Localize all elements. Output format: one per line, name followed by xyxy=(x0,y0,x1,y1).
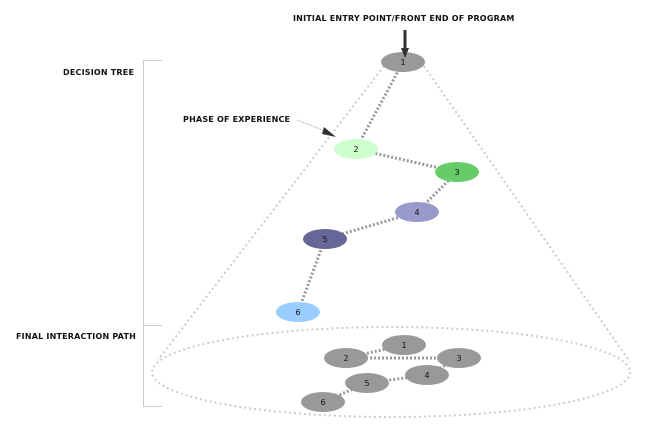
tree-node-6: 6 xyxy=(276,302,320,322)
tree-node-shape xyxy=(276,302,320,322)
final-node-label: 2 xyxy=(343,354,348,363)
final-node-shape xyxy=(324,348,368,368)
tree-node-label: 5 xyxy=(322,235,327,244)
final-node-label: 1 xyxy=(401,341,406,350)
final-node-shape xyxy=(301,392,345,412)
final-node-1: 1 xyxy=(382,335,426,355)
phase-arrow-head xyxy=(322,127,336,137)
entry-arrow xyxy=(401,30,409,58)
cone xyxy=(151,65,631,418)
tree-node-2: 2 xyxy=(334,139,378,159)
tree-node-label: 2 xyxy=(353,145,358,154)
tree-node-shape xyxy=(395,202,439,222)
tree-node-label: 3 xyxy=(454,168,459,177)
final-interaction-path-label: FINAL INTERACTION PATH xyxy=(16,332,136,341)
final-node-shape xyxy=(405,365,449,385)
tree-node-label: 4 xyxy=(414,208,419,217)
tree-node-1: 1 xyxy=(381,52,425,72)
final-node-shape xyxy=(345,373,389,393)
phase-arrow xyxy=(296,119,336,137)
tree-node-label: 6 xyxy=(295,308,300,317)
final-node-label: 3 xyxy=(456,354,461,363)
tree-node-4: 4 xyxy=(395,202,439,222)
bracket xyxy=(143,60,162,407)
tree-edge-5-6 xyxy=(296,238,327,313)
final-node-shape xyxy=(382,335,426,355)
cone-left-edge xyxy=(157,65,385,361)
final-node-4: 4 xyxy=(405,365,449,385)
final-node-2: 2 xyxy=(324,348,368,368)
final-node-label: 5 xyxy=(364,379,369,388)
tree-edge-1-2 xyxy=(354,61,405,150)
tree-node-shape xyxy=(303,229,347,249)
tree-node-label: 1 xyxy=(400,58,405,67)
final-node-label: 6 xyxy=(320,398,325,407)
final-node-5: 5 xyxy=(345,373,389,393)
tree-node-5: 5 xyxy=(303,229,347,249)
decision-tree-label: DECISION TREE xyxy=(63,68,135,77)
final-node-6: 6 xyxy=(301,392,345,412)
tree-node-shape xyxy=(334,139,378,159)
tree-node-3: 3 xyxy=(435,162,479,182)
cone-right-edge xyxy=(423,65,631,363)
tree-node-shape xyxy=(435,162,479,182)
entry-arrow-head xyxy=(401,48,409,58)
entry-point-label: INITIAL ENTRY POINT/FRONT END OF PROGRAM xyxy=(293,14,515,23)
final-node-label: 4 xyxy=(424,371,429,380)
final-node-3: 3 xyxy=(437,348,481,368)
phase-of-experience-label: PHASE OF EXPERIENCE xyxy=(183,115,291,124)
final-node-shape xyxy=(437,348,481,368)
tree-node-shape xyxy=(381,52,425,72)
cone-base-ellipse xyxy=(151,326,631,418)
